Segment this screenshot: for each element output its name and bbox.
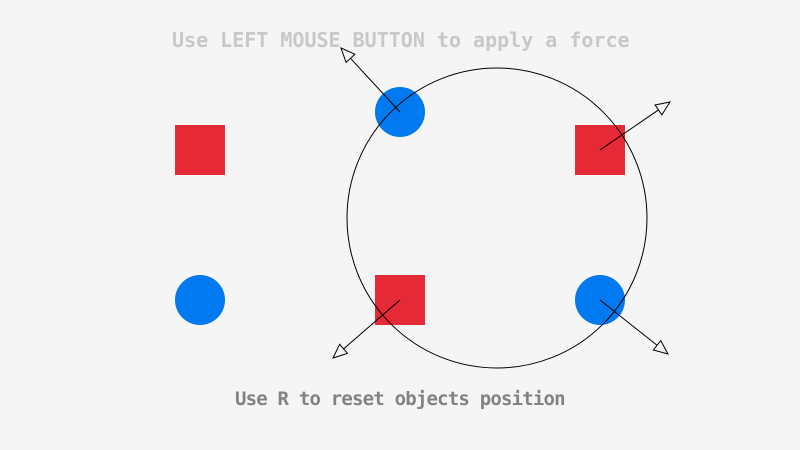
boundary-circle <box>346 67 648 369</box>
force-arrow-down-right-head-icon <box>652 339 669 355</box>
force-arrow-up-right-line <box>599 109 659 151</box>
force-arrow-down-left-line <box>343 299 401 350</box>
instruction-reset-objects: Use R to reset objects position <box>235 388 566 410</box>
instruction-apply-force: Use LEFT MOUSE BUTTON to apply a force <box>172 28 630 52</box>
blue-ball-outside-left[interactable] <box>175 275 225 325</box>
force-arrow-up-left-line <box>350 57 401 113</box>
force-arrow-down-right-line <box>599 299 658 346</box>
force-arrow-up-right-head-icon <box>654 101 672 116</box>
red-box-outside-left[interactable] <box>175 125 225 175</box>
force-arrow-up-left-head-icon <box>340 47 356 64</box>
force-arrow-down-left-head-icon <box>332 343 349 359</box>
